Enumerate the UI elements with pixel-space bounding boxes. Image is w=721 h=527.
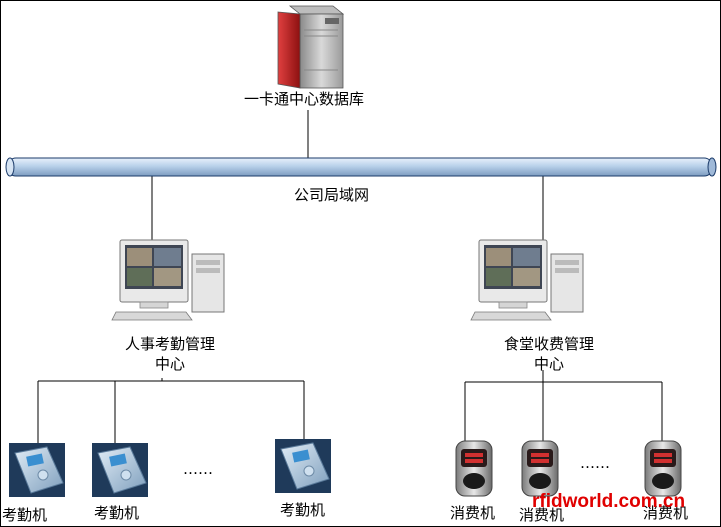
watermark: rfidworld.com.cn (532, 491, 686, 512)
central-db-label: 一卡通中心数据库 (244, 90, 365, 108)
lan-bus (5, 157, 717, 177)
connector-lines (37, 110, 663, 446)
desktop-computer-icon (111, 239, 225, 321)
hr-center-label-line1: 人事考勤管理 (124, 335, 215, 353)
attendance-terminal-icon (275, 439, 331, 493)
consumption-device-label: 消费机 (643, 504, 689, 522)
consumption-pos-icon (644, 440, 682, 497)
canteen-center-label-line2: 中心 (533, 355, 564, 373)
consumption-device-label: 消费机 (519, 506, 565, 524)
consumption-pos-icon (521, 440, 559, 497)
attendance-ellipsis: …… (183, 460, 213, 478)
server-tower-icon (277, 5, 345, 89)
consumption-ellipsis: …… (580, 454, 610, 472)
consumption-device-label: 消费机 (450, 504, 496, 522)
consumption-pos-icon (455, 440, 493, 497)
canteen-center-label-line1: 食堂收费管理 (503, 335, 594, 353)
hr-center-label-line2: 中心 (154, 355, 185, 373)
desktop-computer-icon (470, 239, 584, 321)
network-label: 公司局域网 (294, 186, 370, 204)
attendance-terminal-icon (9, 443, 65, 497)
attendance-device-label: 考勤机 (94, 504, 140, 522)
attendance-terminal-icon (92, 443, 148, 497)
attendance-device-label: 考勤机 (2, 506, 48, 524)
attendance-device-label: 考勤机 (280, 501, 326, 519)
